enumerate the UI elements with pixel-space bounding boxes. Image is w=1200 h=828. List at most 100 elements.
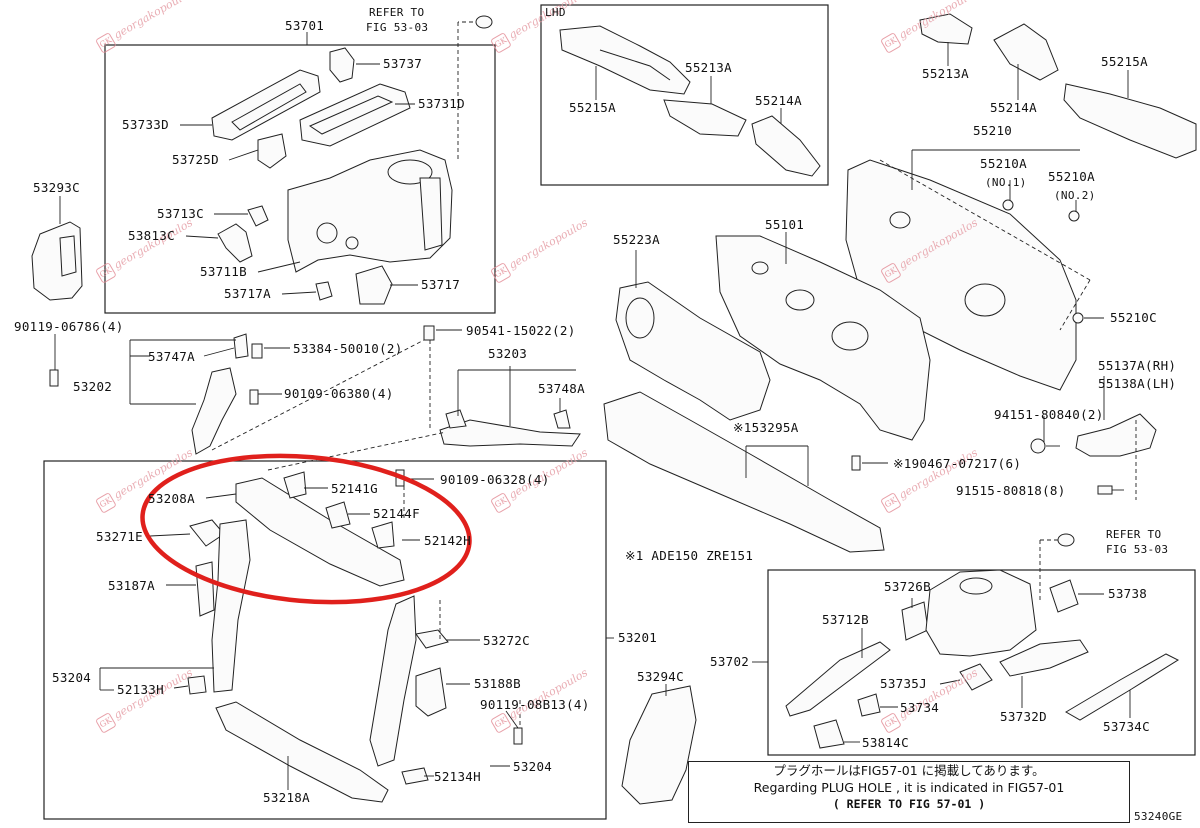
part-190467-07217 — [851, 455, 861, 471]
part-52141g — [283, 471, 307, 499]
part-52133h — [187, 675, 207, 695]
part-53726b — [901, 601, 929, 641]
part-53738 — [1049, 579, 1079, 613]
plug-hole-note-en: Regarding PLUG HOLE , it is indicated in… — [753, 780, 1065, 795]
label-lhd: LHD — [545, 6, 566, 19]
label-53203: 53203 — [488, 346, 528, 361]
label-55210a-1: 55210A — [980, 156, 1027, 171]
part-55210-insulator — [845, 159, 1077, 391]
part-53813c — [217, 223, 253, 263]
part-52142h — [371, 521, 395, 549]
group-box-53701 — [104, 44, 496, 314]
label-53188b: 53188B — [474, 676, 521, 691]
label-no2: (NO.2) — [1054, 189, 1096, 202]
label-53732d: 53732D — [1000, 709, 1047, 724]
part-91515-80818 — [1097, 485, 1113, 495]
part-53735j — [959, 663, 993, 691]
label-90119-06786: 90119-06786(4) — [14, 319, 124, 334]
label-53748a: 53748A — [538, 381, 585, 396]
label-52142h: 52142H — [424, 533, 471, 548]
label-91515-80818: 91515-80818(8) — [956, 483, 1066, 498]
grommet-right — [1057, 533, 1075, 547]
part-55137a — [1075, 413, 1157, 457]
part-53295a — [603, 391, 885, 553]
label-53202: 53202 — [73, 379, 113, 394]
label-53204-left: 53204 — [52, 670, 92, 685]
label-53733d: 53733D — [122, 117, 169, 132]
part-53725d — [257, 133, 287, 169]
part-55214a-lhd — [751, 115, 821, 177]
label-55213a: 55213A — [922, 66, 969, 81]
variant-note: ※1 ADE150 ZRE151 — [625, 548, 754, 563]
label-55223a: 55223A — [613, 232, 660, 247]
label-52133h: 52133H — [117, 682, 164, 697]
label-53717: 53717 — [421, 277, 461, 292]
part-55214a — [993, 23, 1059, 81]
part-53747a — [233, 333, 249, 359]
part-53272c — [415, 629, 449, 649]
part-53737 — [329, 47, 355, 83]
part-55210c — [1072, 312, 1084, 324]
label-53712b: 53712B — [822, 612, 869, 627]
label-53218a: 53218A — [263, 790, 310, 805]
part-52144f — [325, 501, 351, 529]
label-52134h: 52134H — [434, 769, 481, 784]
label-53702: 53702 — [710, 654, 750, 669]
label-53187a: 53187A — [108, 578, 155, 593]
label-55138a: 55138A(LH) — [1098, 376, 1177, 391]
part-53711b — [287, 149, 453, 273]
part-53204-right — [369, 595, 417, 767]
part-52134h — [401, 767, 429, 785]
part-53208a — [235, 477, 405, 587]
label-55214a-lhd: 55214A — [755, 93, 802, 108]
label-53384-50010: 53384-50010(2) — [293, 341, 403, 356]
label-53735j: 53735J — [880, 676, 927, 691]
part-53293c — [31, 221, 83, 301]
part-53294c — [621, 685, 697, 805]
label-190467-07217: ※190467-07217(6) — [893, 456, 1022, 471]
part-53713c — [247, 205, 269, 227]
label-90109-06328: 90109-06328(4) — [440, 472, 550, 487]
label-53271e: 53271E — [96, 529, 143, 544]
diagram-code: 53240GE — [1134, 810, 1183, 823]
part-55215a — [1063, 83, 1197, 159]
part-55213a-lhd — [663, 99, 747, 137]
label-55215a: 55215A — [1101, 54, 1148, 69]
label-55215a-lhd: 55215A — [569, 100, 616, 115]
part-53712b — [785, 641, 891, 717]
part-53732d — [999, 639, 1089, 677]
part-90119-06786 — [49, 369, 59, 387]
label-55210: 55210 — [973, 123, 1013, 138]
label-53726b: 53726B — [884, 579, 931, 594]
part-53202 — [191, 367, 237, 455]
refer-note-top-line2: FIG 53-03 — [366, 21, 429, 34]
label-52144f: 52144F — [373, 506, 420, 521]
part-90119-08b13 — [513, 727, 523, 745]
grommet-top — [475, 15, 493, 29]
label-53813c: 53813C — [128, 228, 175, 243]
part-53203 — [439, 409, 581, 447]
label-52141g: 52141G — [331, 481, 378, 496]
part-53187a — [195, 561, 215, 617]
label-53725d: 53725D — [172, 152, 219, 167]
part-55210a-no2 — [1068, 210, 1080, 222]
refer-note-right-line1: REFER TO — [1106, 528, 1162, 541]
part-53188b — [415, 667, 447, 717]
highlight-ellipse — [140, 453, 472, 605]
label-53293c: 53293C — [33, 180, 80, 195]
label-53208a: 53208A — [148, 491, 195, 506]
part-53717a — [315, 281, 333, 301]
label-53738: 53738 — [1108, 586, 1148, 601]
part-53814c — [813, 719, 845, 749]
part-53734c — [1065, 653, 1180, 721]
label-94151-80840: 94151-80840(2) — [994, 407, 1104, 422]
part-90541-15022 — [423, 325, 435, 341]
label-55210c: 55210C — [1110, 310, 1157, 325]
part-53734 — [857, 693, 881, 717]
refer-note-top-line1: REFER TO — [369, 6, 425, 19]
label-53294c: 53294C — [637, 669, 684, 684]
label-53295a: ※153295A — [733, 420, 799, 435]
part-90109-06380 — [249, 389, 259, 405]
